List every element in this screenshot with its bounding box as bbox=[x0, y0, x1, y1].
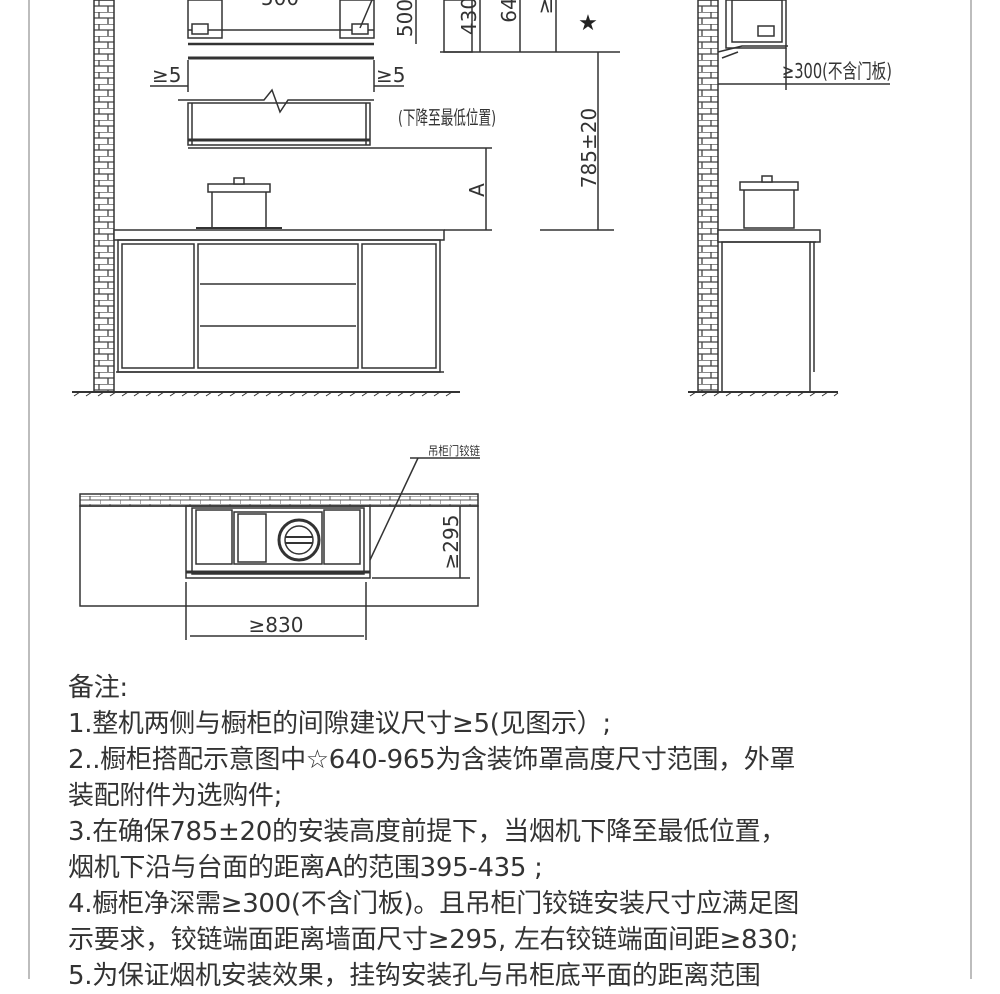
dim-640-label: 64 bbox=[497, 0, 521, 23]
height-785-label: 785±20 bbox=[577, 108, 601, 188]
dim-ge-label: ≥ bbox=[533, 0, 557, 14]
hinge-label: 吊柜门铰链 bbox=[428, 443, 480, 458]
dim-500-label: 500 bbox=[261, 0, 299, 10]
fan-icon bbox=[277, 518, 321, 562]
hood-lowered bbox=[178, 88, 374, 114]
note-4a: 4.橱柜净深需≥300(不含门板)。且吊柜门铰链安装尺寸应满足图 bbox=[68, 889, 799, 919]
side-brick-wall bbox=[697, 0, 719, 393]
dim-830-label: ≥830 bbox=[249, 613, 304, 637]
note-3a: 3.在确保785±20的安装高度前提下，当烟机下降至最低位置， bbox=[68, 817, 787, 847]
upper-cabinet-left bbox=[187, 0, 223, 39]
star-icon: ★ bbox=[578, 11, 598, 36]
countertop bbox=[113, 229, 445, 241]
dim-a-label: A bbox=[465, 183, 489, 197]
notes-title: 备注: bbox=[68, 673, 128, 703]
top-view bbox=[79, 457, 480, 640]
note-3b: 烟机下沿与台面的距离A的范围395-435 ; bbox=[68, 853, 543, 883]
note-5: 5.为保证烟机安装效果，挂钩安装孔与吊柜底平面的距离范围 bbox=[68, 961, 761, 991]
note-4b: 示要求，铰链端面距离墙面尺寸≥295, 左右铰链端面间距≥830; bbox=[68, 925, 799, 955]
top-brick-wall bbox=[79, 493, 479, 507]
upper-cabinet-right bbox=[339, 0, 375, 39]
dim-500-side-label: 500 bbox=[393, 0, 417, 37]
side-view bbox=[688, 0, 890, 397]
page-frame bbox=[28, 0, 972, 979]
side-countertop bbox=[717, 229, 821, 243]
front-view bbox=[72, 0, 620, 397]
depth-300-label: ≥300(不含门板) bbox=[782, 59, 892, 83]
side-upper-cabinet bbox=[725, 0, 787, 49]
installation-drawing: 500 500 430 64 ≥ ★ ≥5 ≥5 (下降至最低位置) 785±2… bbox=[72, 0, 892, 640]
note-1: 1.整机两侧与橱柜的间隙建议尺寸≥5(见图示）; bbox=[68, 709, 611, 739]
note-2a: 2..橱柜搭配示意图中☆640-965为含装饰罩高度尺寸范围，外罩 bbox=[68, 745, 796, 775]
note-2b: 装配附件为选购件; bbox=[68, 781, 283, 811]
left-gap-label: ≥5 bbox=[152, 63, 181, 87]
notes-block: 备注: 1.整机两侧与橱柜的间隙建议尺寸≥5(见图示）; 2..橱柜搭配示意图中… bbox=[68, 670, 948, 994]
base-cabinet bbox=[117, 239, 441, 373]
side-pot bbox=[743, 185, 795, 229]
right-gap-label: ≥5 bbox=[376, 63, 405, 87]
dim-295-label: ≥295 bbox=[439, 515, 463, 570]
left-brick-wall bbox=[93, 0, 115, 393]
lowest-position-label: (下降至最低位置) bbox=[398, 107, 496, 129]
dim-430-label: 430 bbox=[457, 0, 481, 35]
side-base-cabinet bbox=[721, 241, 811, 393]
